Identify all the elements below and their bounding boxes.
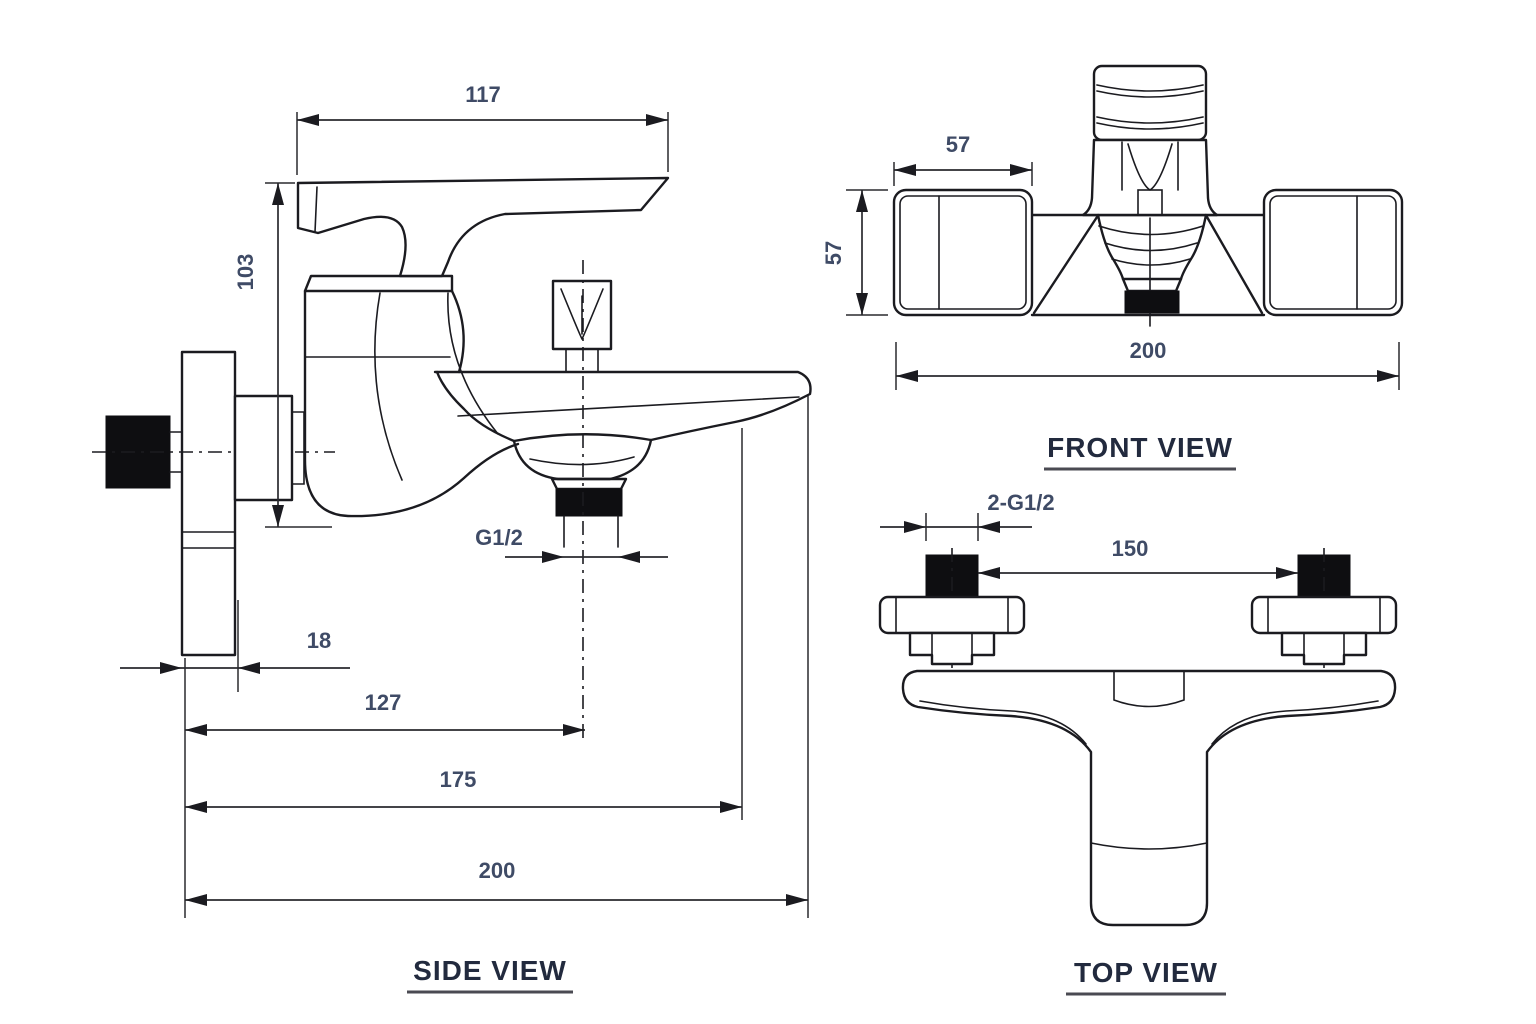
front-view: 57 57 200 FRONT VIEW [821, 64, 1404, 471]
front-escutcheon-left-inner [899, 195, 1027, 310]
front-view-title-label: FRONT VIEW [1047, 432, 1233, 463]
top-escutcheon-right-lines [1267, 596, 1381, 634]
front-valve-body [1081, 138, 1219, 217]
lever-handle-inner-line [314, 186, 318, 233]
diverter-stem [565, 348, 599, 373]
front-handle-cap-rings [1096, 84, 1204, 130]
top-nut-left-lines [931, 632, 973, 656]
top-view: 2-G1/2 150 TOP VIEW [878, 490, 1398, 996]
front-column-arcs [1098, 225, 1204, 266]
dim-2g12: 2-G1/2 [880, 490, 1055, 541]
top-body-outline [901, 669, 1397, 927]
lever-handle [296, 176, 670, 278]
outlet-connector-black [555, 488, 623, 517]
top-nut-right [1280, 631, 1368, 666]
body-inner-curves [374, 292, 499, 481]
side-escutcheon-body [233, 394, 294, 502]
dim-g12: G1/2 [475, 525, 668, 563]
body-left-bottom [303, 289, 520, 518]
front-valve-body-outline [1081, 138, 1219, 217]
spout-underside-left [435, 370, 516, 443]
top-escutcheon-left [878, 595, 1026, 635]
dim-127: 127 [185, 690, 585, 736]
cartridge-collar [303, 274, 454, 293]
body-flare-diagonals [1032, 215, 1264, 315]
outlet-cup-inner [529, 456, 635, 466]
dim-57-width-label: 57 [946, 132, 970, 157]
top-lever-end-line [1090, 842, 1208, 850]
dim-200-front-label: 200 [1130, 338, 1167, 363]
top-body-inner-rims [919, 700, 1379, 745]
dim-175: 175 [185, 428, 743, 820]
inlet-stem-lines [169, 431, 183, 473]
top-escutcheon-left-body [878, 595, 1026, 635]
side-view-title-label: SIDE VIEW [413, 955, 567, 986]
dim-200-side-label: 200 [479, 858, 516, 883]
top-nut-left [908, 631, 996, 666]
dim-117-label: 117 [465, 82, 501, 107]
dim-200-front: 200 [895, 338, 1400, 390]
front-lower-column [1096, 213, 1208, 327]
top-body-and-lever [901, 669, 1397, 927]
top-nut-right-lines [1303, 632, 1345, 656]
side-view: 117 103 18 127 175 [92, 82, 812, 994]
wall-plate-bands [181, 531, 236, 549]
front-outlet-black [1124, 290, 1180, 314]
top-cartridge-arc [1113, 671, 1185, 708]
spout-top-and-tip [433, 370, 812, 442]
dim-g12-label: G1/2 [475, 525, 523, 550]
wall-plate [180, 350, 237, 657]
front-diverter-panel [1121, 141, 1179, 191]
dim-18: 18 [120, 600, 350, 692]
side-view-title: SIDE VIEW [407, 955, 573, 994]
front-view-title: FRONT VIEW [1044, 432, 1236, 471]
lever-handle-outline [296, 176, 670, 278]
diverter-knob [551, 279, 613, 373]
dim-103: 103 [233, 182, 332, 528]
front-diverter-stem [1137, 189, 1163, 216]
dim-117: 117 [296, 82, 669, 175]
front-escutcheon-right-outer [1262, 188, 1404, 317]
outlet-thread-lines [563, 515, 619, 548]
body-right-edge [450, 289, 465, 374]
front-column-sides [1096, 213, 1208, 281]
dim-103-label: 103 [233, 254, 258, 291]
side-escutcheon [233, 394, 305, 502]
dim-2g12-label: 2-G1/2 [987, 490, 1054, 515]
dim-150: 150 [978, 536, 1298, 579]
spout [433, 370, 812, 548]
top-view-title: TOP VIEW [1066, 957, 1226, 996]
dim-18-label: 18 [307, 628, 331, 653]
front-handle-cap [1092, 64, 1208, 142]
dim-127-label: 127 [365, 690, 402, 715]
dim-57-width: 57 [893, 132, 1033, 186]
top-escutcheon-right [1250, 595, 1398, 635]
top-view-title-label: TOP VIEW [1074, 957, 1218, 988]
front-escutcheon-left-outer [892, 188, 1034, 317]
front-escutcheon-right [1262, 188, 1404, 317]
mixer-body [303, 274, 520, 518]
outlet-neck [550, 477, 628, 491]
front-escutcheon-right-inner [1269, 195, 1397, 310]
spout-crease [457, 396, 800, 417]
diverter-knob-vee [560, 288, 604, 340]
dim-57-height: 57 [821, 189, 888, 316]
front-outlet-neck [1121, 277, 1183, 293]
wall-plate-body [180, 350, 237, 657]
top-escutcheon-left-lines [895, 596, 1009, 634]
dim-200-side: 200 [184, 396, 809, 918]
dim-150-label: 150 [1112, 536, 1149, 561]
dim-57-height-label: 57 [821, 241, 846, 265]
dim-175-label: 175 [440, 767, 477, 792]
top-escutcheon-right-body [1250, 595, 1398, 635]
front-escutcheon-left [892, 188, 1034, 317]
side-escutcheon-step [291, 411, 305, 485]
